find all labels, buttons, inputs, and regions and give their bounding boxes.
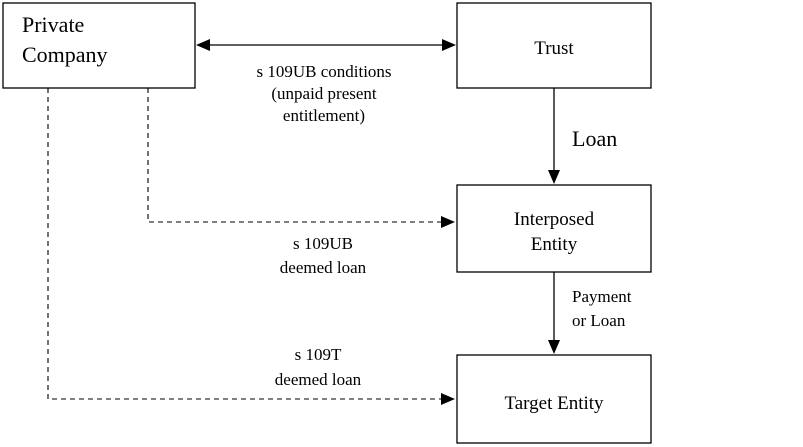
trust-label: Trust (534, 38, 574, 59)
loan-label: Loan (572, 126, 617, 151)
t-deemed-loan-label-line1: s 109T (295, 345, 342, 364)
target-entity-label: Target Entity (504, 393, 604, 414)
ub-deemed-loan-arrow-head (441, 216, 455, 228)
t-deemed-loan-arrow-head (441, 393, 455, 405)
interposed-entity-box (456, 184, 652, 273)
edge-t-deemed-loan: s 109T deemed loan (47, 88, 455, 405)
interposed-entity-label-line1: Interposed (514, 209, 595, 230)
trust-box (456, 2, 652, 89)
t-deemed-loan-line (47, 88, 442, 400)
node-interposed-entity: Interposed Entity (456, 184, 652, 273)
payment-or-loan-label-line1: Payment (572, 287, 632, 306)
edge-ub-deemed-loan: s 109UB deemed loan (147, 88, 455, 277)
ub-conditions-arrow-left (196, 39, 210, 51)
private-company-label-line2: Company (22, 42, 108, 67)
ub-deemed-loan-label-line2: deemed loan (280, 258, 367, 277)
node-trust: Trust (456, 2, 652, 89)
t-deemed-loan-label-line2: deemed loan (275, 370, 362, 389)
ub-conditions-label-line3: entitlement) (283, 106, 365, 125)
ub-conditions-label-line1: s 109UB conditions (256, 62, 391, 81)
private-company-label-line1: Private (22, 12, 84, 37)
payment-or-loan-arrow-head (548, 340, 560, 354)
private-company-box (2, 2, 196, 89)
node-target-entity: Target Entity (456, 354, 652, 444)
loan-arrow-head (548, 170, 560, 184)
node-private-company: Private Company (2, 2, 196, 89)
ub-deemed-loan-label-line1: s 109UB (293, 234, 353, 253)
interposed-entity-label-line2: Entity (531, 234, 578, 255)
edge-loan: Loan (548, 88, 617, 184)
ub-conditions-label-line2: (unpaid present (271, 84, 377, 103)
edge-payment-or-loan: Payment or Loan (548, 272, 632, 354)
target-entity-box (456, 354, 652, 444)
payment-or-loan-label-line2: or Loan (572, 311, 626, 330)
edge-ub-conditions: s 109UB conditions (unpaid present entit… (196, 39, 456, 125)
ub-conditions-arrow-right (442, 39, 456, 51)
